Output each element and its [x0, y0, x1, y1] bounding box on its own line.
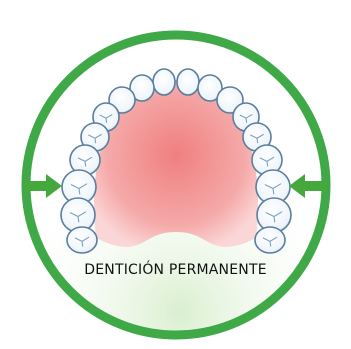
tooth: [255, 227, 285, 253]
tooth: [153, 69, 175, 95]
caption-label: DENTICIÓN PERMANENTE: [40, 262, 311, 278]
tooth: [177, 69, 199, 95]
tooth: [67, 227, 97, 253]
